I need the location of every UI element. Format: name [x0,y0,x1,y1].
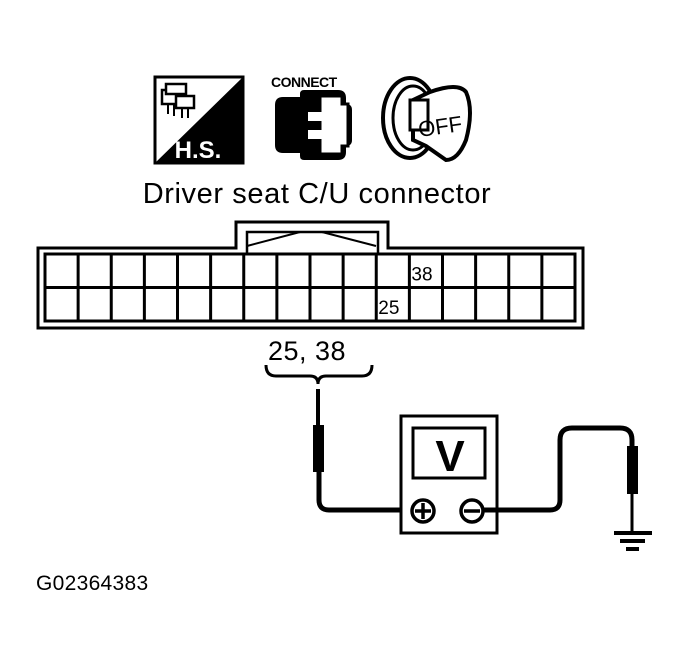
meter-display: V [435,432,465,481]
connector-title: Driver seat C/U connector [142,178,492,210]
positive-probe [313,389,414,513]
hs-label: H.S. [175,137,222,164]
figure-id: G02364383 [36,572,149,595]
brace [264,364,374,385]
probe-pin-label: 25, 38 [268,336,347,366]
negative-lead [483,425,638,533]
voltmeter: V [399,414,499,535]
harness-side-icon: H.S. [153,75,245,165]
off-label: OFF [417,111,464,142]
connect-label: CONNECT [271,74,337,90]
ground-icon [614,531,652,551]
connector-pin-grid: 38 25 [45,254,575,321]
connect-icon [275,90,352,160]
pin-38-label: 38 [411,265,432,286]
ignition-off-icon: OFF [381,76,472,163]
pin-25-label: 25 [378,298,399,319]
